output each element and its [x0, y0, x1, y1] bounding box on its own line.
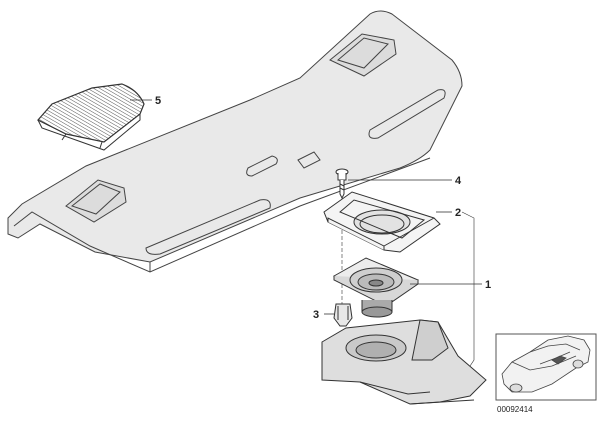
clip-nut — [333, 303, 353, 327]
speaker-grille — [37, 83, 145, 151]
callout-4: 4 — [455, 175, 462, 187]
callout-1: 1 — [485, 279, 491, 291]
callout-5: 5 — [155, 95, 161, 107]
speaker-housing — [321, 319, 487, 405]
loudspeaker — [332, 257, 420, 318]
callout-3: 3 — [313, 309, 319, 321]
vehicle-inset — [495, 333, 597, 401]
callout-2: 2 — [455, 207, 461, 219]
screw — [335, 168, 349, 200]
reference-number: 00092414 — [497, 405, 533, 414]
speaker-frame — [323, 191, 441, 253]
car-icon — [501, 335, 591, 393]
leader-line-2-drop — [461, 211, 475, 373]
parcel-shelf — [7, 10, 463, 273]
